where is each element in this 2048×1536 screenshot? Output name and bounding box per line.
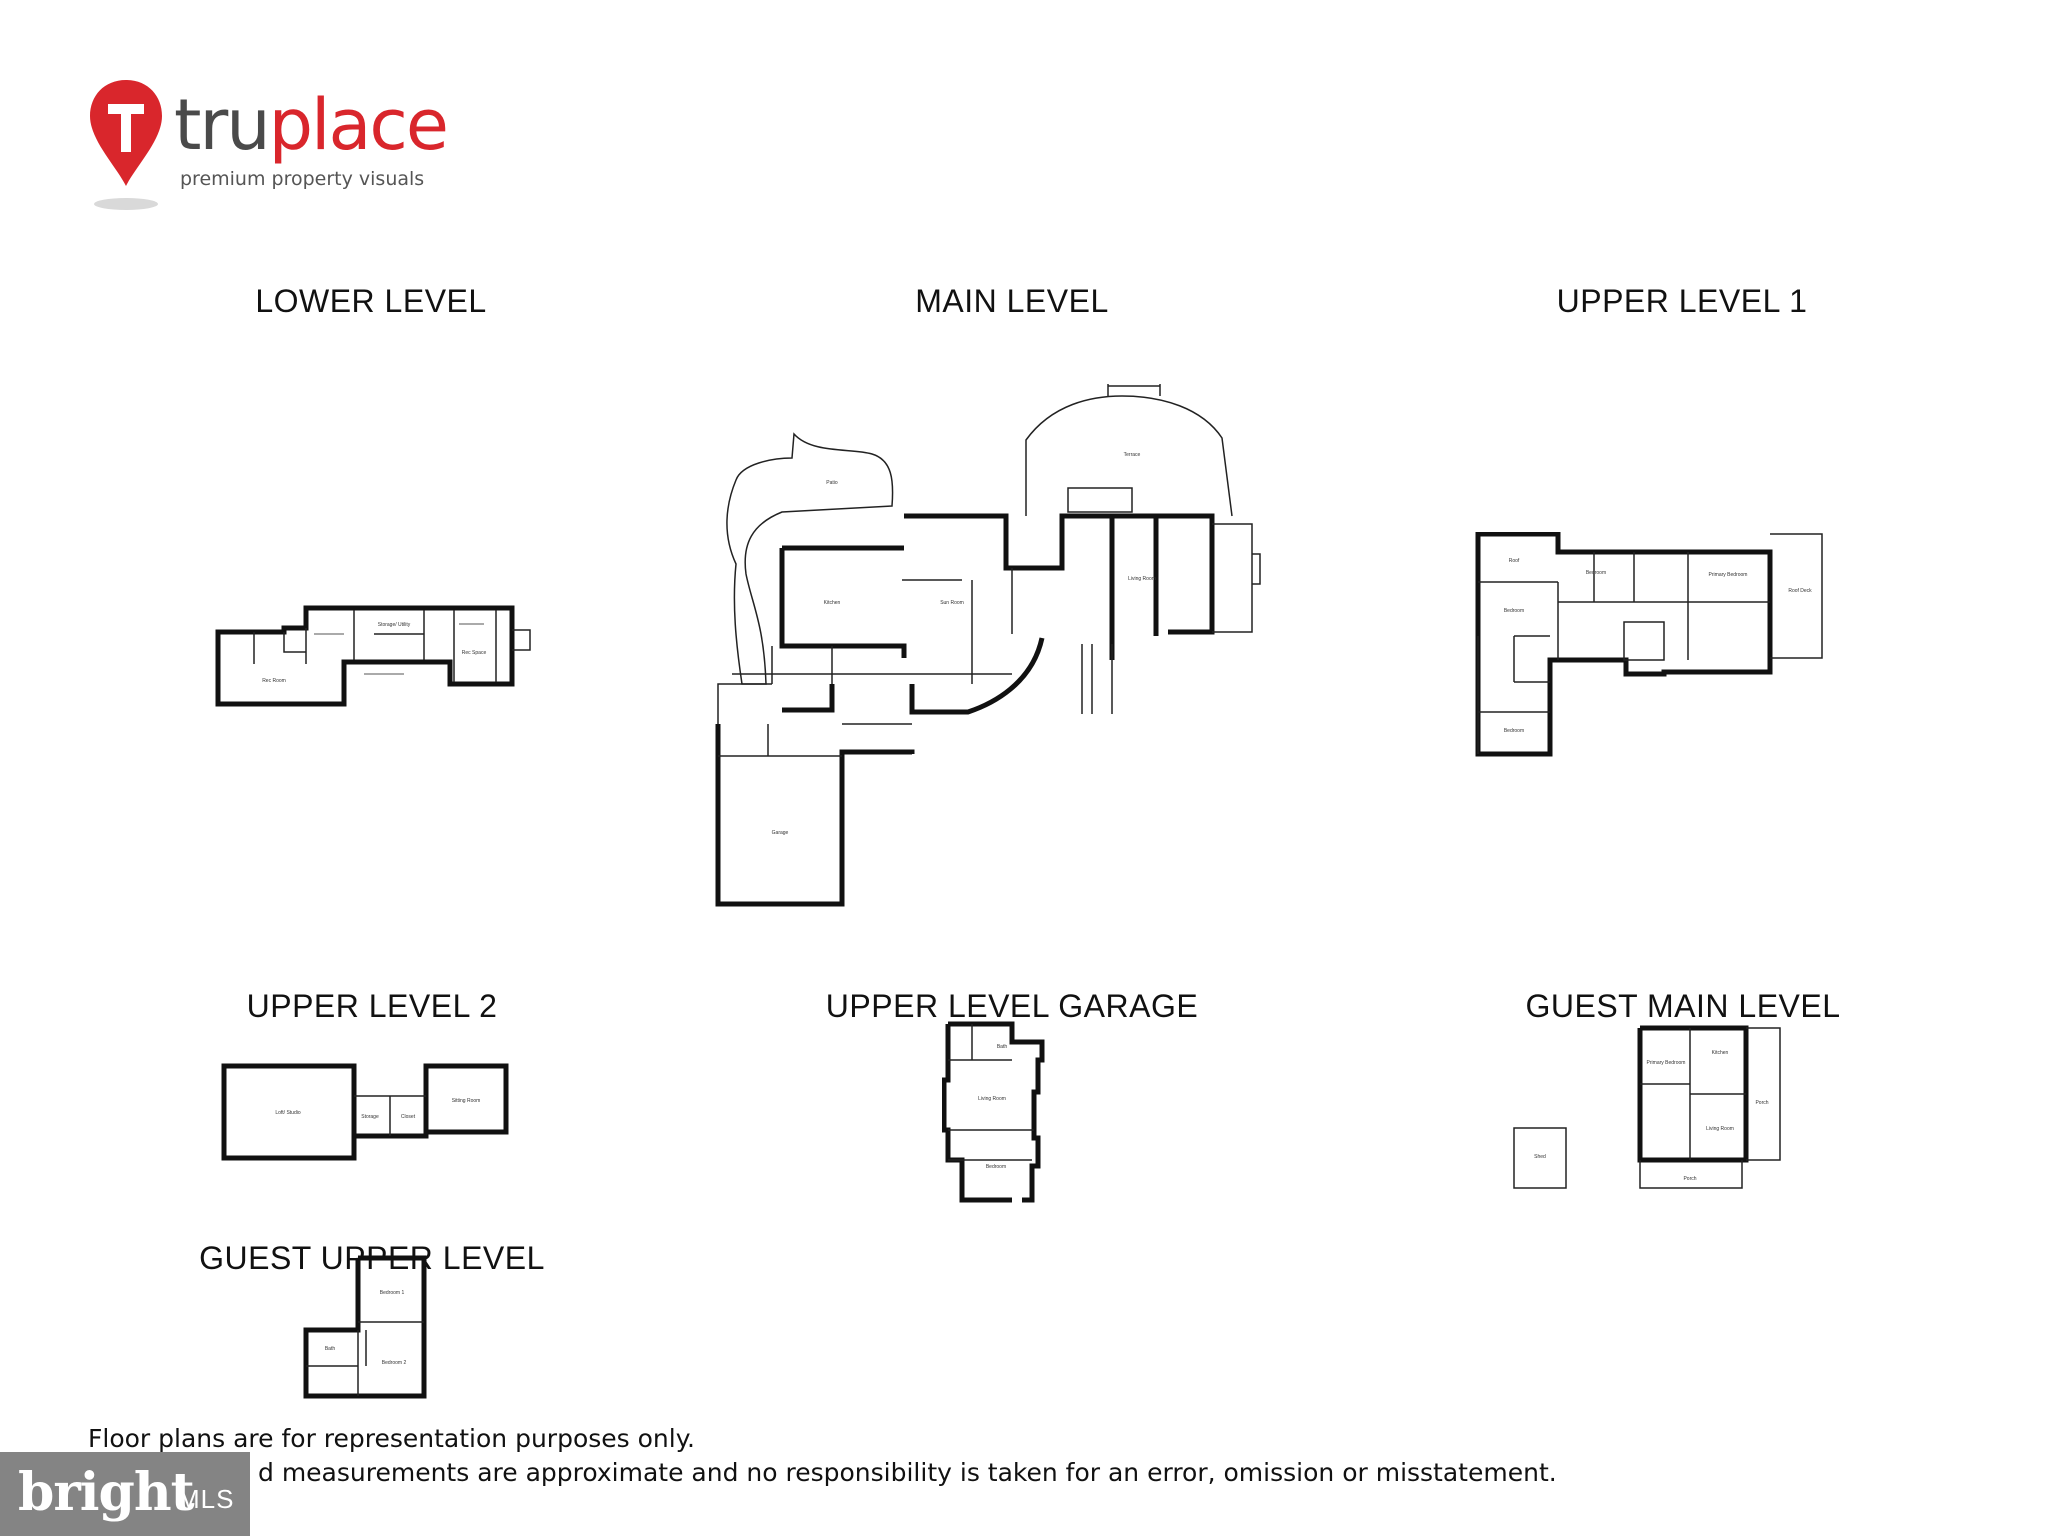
- svg-text:Bath: Bath: [997, 1044, 1008, 1050]
- floor-plan-main-level: Kitchen Sun Room Living Room Garage Terr…: [712, 384, 1272, 914]
- svg-text:Storage: Storage: [361, 1114, 379, 1120]
- svg-text:Rec Space: Rec Space: [462, 650, 487, 656]
- floor-plan-upper-level-garage: Bath Living Room Bedroom: [942, 1020, 1072, 1205]
- svg-text:Closet: Closet: [401, 1114, 416, 1120]
- logo-word-part2: place: [268, 84, 449, 166]
- svg-text:Primary Bedroom: Primary Bedroom: [1647, 1060, 1686, 1066]
- svg-text:Terrace: Terrace: [1124, 452, 1141, 458]
- disclaimer: Floor plans are for representation purpo…: [88, 1422, 1557, 1490]
- level-title-upper-2: UPPER LEVEL 2: [246, 988, 498, 1024]
- svg-text:Sitting Room: Sitting Room: [452, 1098, 481, 1104]
- floor-plan-guest-upper-level: Bedroom 1 Bath Bedroom 2: [302, 1254, 432, 1402]
- level-title-guest-main: GUEST MAIN LEVEL: [1525, 988, 1841, 1024]
- svg-text:Bath: Bath: [325, 1346, 336, 1352]
- level-title-upper-garage: UPPER LEVEL GARAGE: [825, 988, 1199, 1024]
- svg-text:Living Room: Living Room: [1128, 576, 1156, 582]
- truplace-logo: truplace premium property visuals: [86, 74, 449, 224]
- svg-text:Rec Room: Rec Room: [262, 678, 286, 684]
- svg-text:Primary Bedroom: Primary Bedroom: [1709, 572, 1748, 578]
- svg-text:Bedroom 2: Bedroom 2: [382, 1360, 407, 1366]
- logo-wordmark: truplace: [174, 90, 449, 160]
- svg-text:Porch: Porch: [1755, 1100, 1768, 1106]
- svg-text:Roof: Roof: [1509, 558, 1520, 564]
- floor-plan-guest-main-level: Shed Primary Bedroom Kitchen Living Room…: [1510, 1024, 1790, 1194]
- svg-text:Garage: Garage: [772, 830, 789, 836]
- svg-text:Bedroom: Bedroom: [1504, 728, 1524, 734]
- svg-text:Bedroom: Bedroom: [1586, 570, 1606, 576]
- svg-text:Bedroom: Bedroom: [1504, 608, 1524, 614]
- svg-text:Roof Deck: Roof Deck: [1788, 588, 1812, 594]
- floor-plan-upper-level-2: Loft/ Studio Storage Closet Sitting Room: [220, 1062, 520, 1162]
- level-title-main: MAIN LEVEL: [915, 283, 1109, 319]
- svg-text:Bedroom 1: Bedroom 1: [380, 1290, 405, 1296]
- logo-tagline: premium property visuals: [180, 168, 425, 190]
- svg-text:Storage/ Utility: Storage/ Utility: [378, 622, 411, 628]
- svg-text:Patio: Patio: [826, 480, 838, 486]
- logo-word-part1: tru: [174, 84, 271, 166]
- level-title-lower: LOWER LEVEL: [255, 283, 487, 319]
- svg-text:Shed: Shed: [1534, 1154, 1546, 1160]
- disclaimer-line-2: d measurements are approximate and no re…: [258, 1458, 1557, 1487]
- svg-text:Kitchen: Kitchen: [1712, 1050, 1729, 1056]
- bright-mls-suffix: MLS: [178, 1484, 235, 1514]
- svg-text:Living Room: Living Room: [978, 1096, 1006, 1102]
- bright-mls-word: bright: [18, 1462, 195, 1523]
- floor-plan-lower-level: Rec Room Storage/ Utility Rec Space: [214, 604, 534, 708]
- bright-mls-watermark: bright MLS: [0, 1452, 250, 1536]
- svg-text:Loft/ Studio: Loft/ Studio: [275, 1110, 301, 1116]
- svg-text:Living Room: Living Room: [1706, 1126, 1734, 1132]
- svg-text:Bedroom: Bedroom: [986, 1164, 1006, 1170]
- level-title-upper-1: UPPER LEVEL 1: [1556, 283, 1808, 319]
- map-pin-icon: [90, 80, 162, 210]
- floor-plan-upper-level-1: Roof Bedroom Bedroom Primary Bedroom Bed…: [1474, 532, 1834, 762]
- svg-text:Porch: Porch: [1683, 1176, 1696, 1182]
- svg-text:Kitchen: Kitchen: [824, 600, 841, 606]
- svg-text:Sun Room: Sun Room: [940, 600, 964, 606]
- disclaimer-line-1: Floor plans are for representation purpo…: [88, 1424, 695, 1453]
